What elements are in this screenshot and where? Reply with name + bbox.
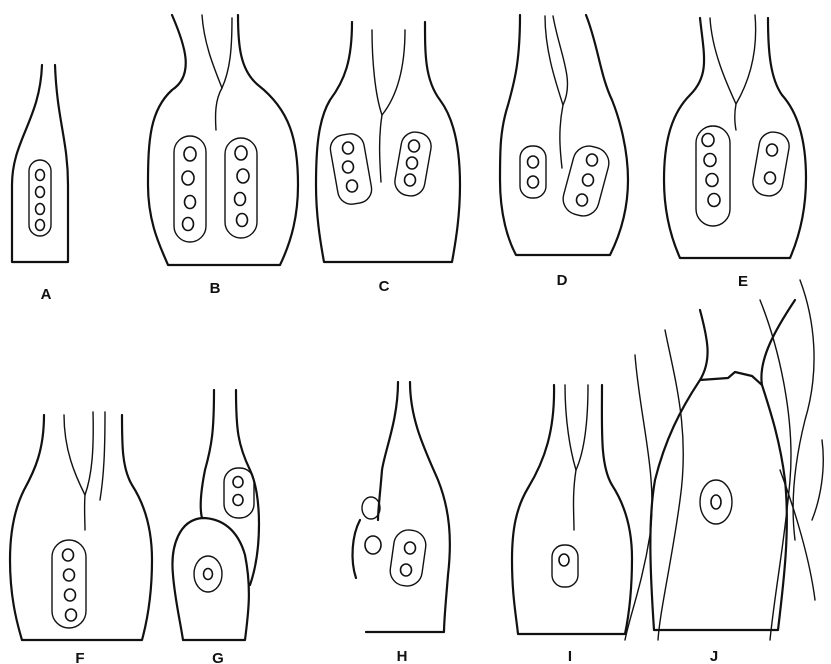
panel-d-label: D (557, 272, 568, 289)
panel-d-tube (553, 16, 568, 168)
panel-c-tube (380, 30, 405, 182)
panel-j-nucleus (711, 495, 721, 509)
panel-b-tube (202, 15, 222, 88)
panel-a: A (12, 65, 68, 303)
panel-e-nucleus (708, 194, 720, 207)
panel-e-label: E (738, 273, 748, 290)
panel-e-tube (710, 18, 736, 104)
panel-c-nucleus (407, 157, 418, 169)
panel-f-cell-outline (10, 415, 152, 640)
panel-d-nucleus (528, 176, 539, 188)
panel-a-nucleus (36, 204, 45, 215)
panel-c-cell-outline (316, 22, 460, 262)
panel-h-nucleus (401, 564, 412, 576)
panel-f-tube (100, 412, 105, 500)
panel-c-nucleus (409, 140, 420, 152)
panel-b-nucleus (235, 193, 246, 206)
panel-d-tube (545, 16, 563, 105)
panel-i-tube (565, 385, 576, 470)
panel-c-label: C (379, 278, 390, 295)
panel-d-nucleus-group (520, 146, 546, 198)
panel-e-nucleus (702, 134, 714, 147)
panel-i-cell-outline (512, 385, 632, 634)
panel-e-nucleus (765, 172, 776, 184)
panel-f-nucleus (66, 609, 77, 621)
panel-f-nucleus (63, 549, 74, 561)
panel-h-nucleus (365, 536, 381, 554)
panel-g-label: G (212, 650, 224, 664)
panel-b-nucleus (184, 147, 196, 161)
panel-g-nucleus (233, 477, 243, 488)
panel-e-cell-outline (664, 18, 806, 258)
panel-d-nucleus (583, 174, 594, 186)
panel-c-nucleus (347, 180, 358, 192)
panel-j-hair (793, 280, 814, 540)
panel-e: E (664, 15, 806, 290)
panel-c-nucleus (405, 174, 416, 186)
panel-a-label: A (41, 286, 52, 303)
panel-d-cell-outline (500, 15, 628, 255)
panel-j-hair (625, 355, 652, 640)
panel-b-nucleus (237, 169, 249, 183)
panel-b-cell-outline (148, 15, 298, 265)
panel-j-hair (658, 330, 683, 640)
panel-i-label: I (568, 648, 572, 664)
panel-h: H (353, 382, 450, 664)
panel-e-nucleus (704, 154, 716, 167)
panel-j-label: J (710, 648, 718, 664)
panel-f-tube (85, 412, 94, 530)
panel-h-cell-outline (366, 382, 450, 632)
panel-f-label: F (75, 650, 84, 664)
panel-i: I (512, 385, 632, 664)
panel-d-nucleus (587, 154, 598, 166)
panel-b-tube (216, 18, 232, 130)
panel-g-nucleus (233, 495, 243, 506)
panel-e-tube (735, 15, 756, 130)
panel-b-nucleus (185, 196, 196, 209)
panel-i-nucleus (559, 554, 569, 566)
panel-b-nucleus (183, 218, 194, 231)
panel-d: D (500, 15, 628, 289)
panel-c-tube (372, 30, 382, 115)
panel-c-nucleus (343, 161, 354, 173)
panel-e-nucleus (767, 144, 778, 156)
panel-g: G (172, 390, 259, 664)
panel-j-hair (812, 440, 823, 520)
panel-b-nucleus (235, 146, 247, 160)
panel-h-label: H (397, 648, 408, 664)
panel-a-nucleus (36, 170, 45, 181)
panel-b-label: B (210, 280, 221, 297)
panel-a-nucleus (36, 220, 45, 231)
panel-f: F (10, 412, 152, 664)
panel-h-bud (362, 497, 380, 519)
panel-j-cell-outline (650, 300, 795, 630)
panel-i-tube (574, 385, 589, 530)
panel-b-nucleus (237, 214, 248, 227)
panel-d-nucleus (528, 156, 539, 168)
panel-b: B (148, 15, 298, 297)
panel-j: J (625, 280, 823, 664)
panel-g-nucleus-group (224, 468, 254, 518)
panel-j-hair (760, 300, 791, 640)
panel-a-nucleus (36, 187, 45, 198)
panel-c-nucleus (343, 142, 354, 154)
panel-f-tube (64, 415, 85, 495)
panel-b-nucleus (182, 171, 194, 185)
panel-g-nucleus (204, 569, 213, 580)
panel-h-cell-outline (353, 520, 360, 578)
panel-d-nucleus (577, 194, 588, 206)
panel-a-cell-outline (12, 65, 68, 262)
panel-c: C (316, 22, 460, 295)
panel-f-nucleus (65, 589, 76, 601)
panel-f-nucleus (64, 569, 75, 581)
panel-h-nucleus-group (388, 528, 427, 588)
panel-h-nucleus (405, 542, 416, 554)
panel-e-nucleus (706, 174, 718, 187)
panel-e-nucleus-group (751, 130, 792, 198)
